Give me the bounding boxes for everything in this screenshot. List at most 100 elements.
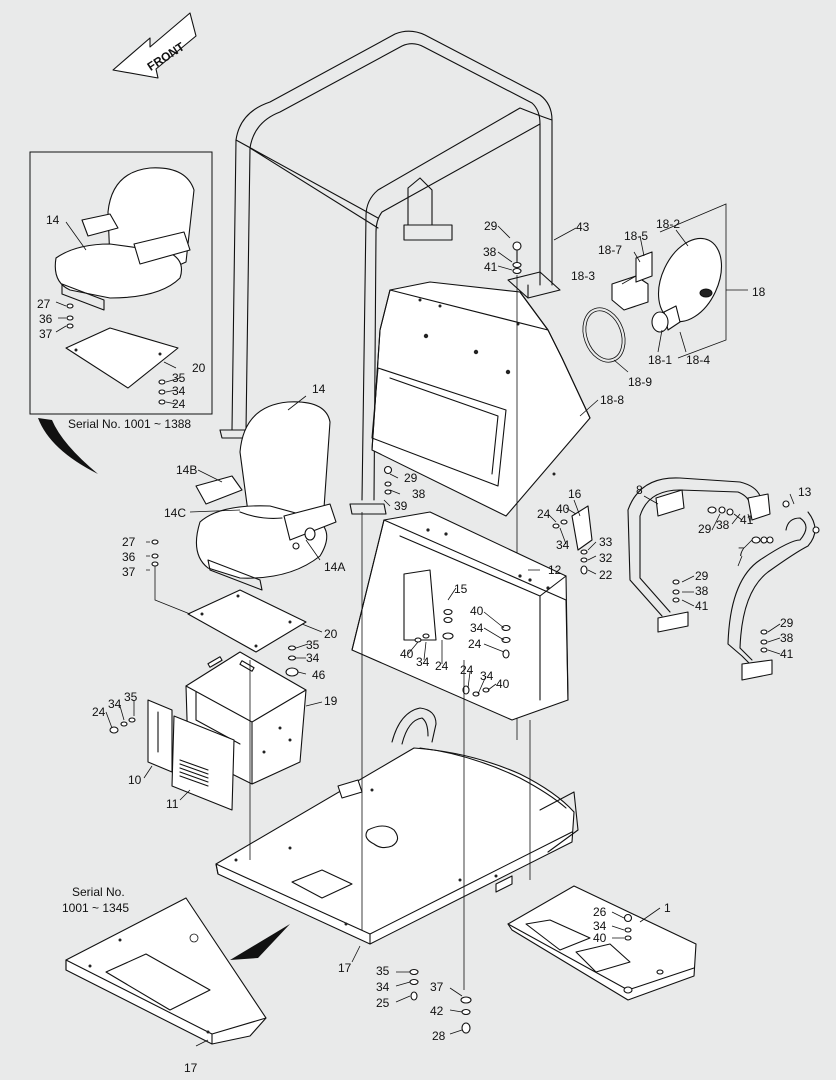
callout-24-d: 24: [460, 663, 474, 677]
callout-18-2: 18-2: [656, 217, 680, 231]
callout-41-d: 41: [695, 599, 709, 613]
callout-34-d: 34: [480, 669, 494, 683]
callout-38-c: 38: [716, 518, 730, 532]
dashboard-cover: [371, 281, 591, 517]
plate-serial-line2: 1001 ~ 1345: [62, 901, 129, 915]
callout-46: 46: [312, 668, 326, 682]
callout-17-b: 17: [184, 1061, 198, 1075]
callout-18-7: 18-7: [598, 243, 622, 257]
inset-callout-24: 24: [172, 397, 186, 411]
callout-39: 39: [394, 499, 408, 513]
callout-1: 1: [664, 901, 671, 915]
callout-38: 38: [483, 245, 497, 259]
inset-callout-35: 35: [172, 371, 186, 385]
callout-34-h: 34: [376, 980, 390, 994]
callout-29-d: 29: [695, 569, 709, 583]
callout-22: 22: [599, 568, 613, 582]
callout-15: 15: [454, 582, 468, 596]
inset-callout-14: 14: [46, 213, 60, 227]
floor-mat: [65, 897, 290, 1045]
callout-35-b: 35: [124, 690, 138, 704]
callout-18-4: 18-4: [686, 353, 710, 367]
callout-26: 26: [593, 905, 607, 919]
callout-41-c: 41: [740, 513, 754, 527]
callout-40-e: 40: [593, 931, 607, 945]
side-cover-10: [109, 699, 173, 773]
callout-33: 33: [599, 535, 613, 549]
seal-ring: [582, 307, 626, 363]
callout-35: 35: [306, 638, 320, 652]
inset-callout-20: 20: [192, 361, 206, 375]
floor-plate: [215, 512, 579, 990]
callout-34-f: 34: [108, 697, 122, 711]
callout-40-a: 40: [556, 502, 570, 516]
callout-18-8: 18-8: [600, 393, 624, 407]
callout-11: 11: [166, 797, 179, 811]
callout-37: 37: [122, 565, 136, 579]
callout-17-a: 17: [338, 961, 352, 975]
callout-38-d: 38: [695, 584, 709, 598]
callout-24-c: 24: [435, 659, 449, 673]
inset-callout-27: 27: [37, 297, 51, 311]
callout-14A: 14A: [324, 560, 345, 574]
callout-14B: 14B: [176, 463, 197, 477]
bottom-fasteners: [409, 968, 472, 1034]
callout-40-c: 40: [400, 647, 414, 661]
seat-inset: [29, 151, 213, 474]
operator-seat: [195, 401, 337, 591]
callout-35-c: 35: [376, 964, 390, 978]
handrail-8: [627, 477, 771, 633]
callout-34-g: 34: [593, 919, 607, 933]
callout-29-c: 29: [698, 522, 712, 536]
inset-serial-note: Serial No. 1001 ~ 1388: [68, 417, 191, 431]
callout-43: 43: [576, 220, 590, 234]
callout-41-e: 41: [780, 647, 794, 661]
seat-plate: [151, 539, 307, 677]
callout-12: 12: [548, 563, 562, 577]
callout-38-b: 38: [412, 487, 426, 501]
callout-34-e: 34: [306, 651, 320, 665]
callout-32: 32: [599, 551, 613, 565]
callout-25: 25: [376, 996, 390, 1010]
callout-20: 20: [324, 627, 338, 641]
inset-callout-36: 36: [39, 312, 53, 326]
callout-34-a: 34: [556, 538, 570, 552]
fasteners-12: [383, 465, 593, 697]
callout-numbers: 43 29 38 41 18 18-2 18-5 18-7 18-3 18-1 …: [37, 213, 812, 1075]
side-cover-11: [171, 715, 235, 811]
callout-24-e: 24: [92, 705, 106, 719]
callout-18-9: 18-9: [628, 375, 652, 389]
callout-27: 27: [122, 535, 136, 549]
callout-18-1: 18-1: [648, 353, 672, 367]
callout-38-e: 38: [780, 631, 794, 645]
inset-callout-34: 34: [172, 384, 186, 398]
callout-16: 16: [568, 487, 582, 501]
callout-24-b: 24: [468, 637, 482, 651]
handrail-7: [707, 500, 820, 681]
callout-14: 14: [312, 382, 326, 396]
callout-40-b: 40: [470, 604, 484, 618]
callout-8: 8: [636, 483, 643, 497]
plate-serial-line1: Serial No.: [72, 885, 125, 899]
callout-13: 13: [798, 485, 812, 499]
callout-29: 29: [484, 219, 498, 233]
callout-42: 42: [430, 1004, 444, 1018]
callout-19: 19: [324, 694, 338, 708]
callout-10: 10: [128, 773, 142, 787]
step-plate: [507, 885, 697, 1001]
front-arrow: FRONT: [112, 12, 197, 79]
lamp-assembly: [611, 203, 748, 359]
callout-18-5: 18-5: [624, 229, 648, 243]
callout-40-d: 40: [496, 677, 510, 691]
callout-34-c: 34: [416, 655, 430, 669]
dash-support: [351, 511, 569, 721]
callout-41: 41: [484, 260, 498, 274]
callout-29-b: 29: [404, 471, 418, 485]
callout-7: 7: [738, 545, 745, 559]
callout-24-a: 24: [537, 507, 551, 521]
callout-18-3: 18-3: [571, 269, 595, 283]
callout-28: 28: [432, 1029, 446, 1043]
callout-29-e: 29: [780, 616, 794, 630]
callout-14C: 14C: [164, 506, 186, 520]
